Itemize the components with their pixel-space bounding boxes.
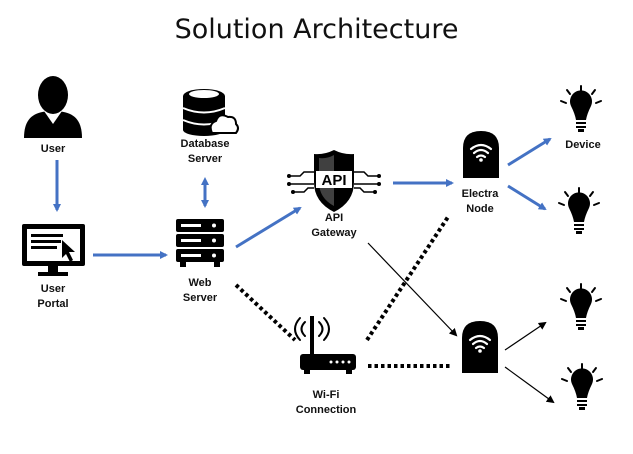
label-user: User bbox=[40, 143, 66, 155]
arrow-webserver-to-api bbox=[235, 206, 302, 249]
label-wifi-connection: Wi-Fi Connection bbox=[295, 389, 357, 416]
electra-node-icon bbox=[463, 131, 499, 178]
label-web-server: Web Server bbox=[182, 277, 218, 304]
label-database-server: Database Server bbox=[180, 138, 230, 165]
arrow-api-to-node2 bbox=[367, 242, 458, 337]
user-icon bbox=[24, 76, 82, 138]
arrow-electra-to-device2 bbox=[507, 184, 547, 211]
label-electra-node: Electra Node bbox=[461, 188, 499, 215]
bulb-icon bbox=[558, 187, 600, 234]
api-shield-icon: API bbox=[287, 150, 381, 212]
arrow-electra-to-device1 bbox=[507, 137, 552, 167]
label-api-gateway: API Gateway bbox=[311, 212, 357, 239]
arrow-node2-to-device3 bbox=[504, 321, 547, 351]
arrow-node2-to-device4 bbox=[504, 366, 555, 404]
cloud-icon bbox=[209, 114, 239, 134]
bulb-icon bbox=[561, 363, 603, 410]
node-icon bbox=[462, 321, 498, 373]
api-badge-text: API bbox=[321, 172, 346, 189]
wifi-router-icon bbox=[294, 316, 356, 374]
dotted-webserver-to-wifi bbox=[234, 283, 297, 342]
diagram-title: Solution Architecture bbox=[174, 14, 459, 45]
dotted-wifi-to-electra bbox=[365, 215, 450, 342]
server-icon bbox=[176, 219, 224, 267]
bulb-icon bbox=[560, 85, 602, 132]
bulb-icon bbox=[560, 283, 602, 330]
monitor-icon bbox=[22, 224, 85, 276]
label-user-portal: User Portal bbox=[37, 283, 69, 310]
connectors bbox=[53, 137, 555, 404]
database-icon bbox=[182, 89, 239, 136]
label-device: Device bbox=[565, 139, 601, 151]
